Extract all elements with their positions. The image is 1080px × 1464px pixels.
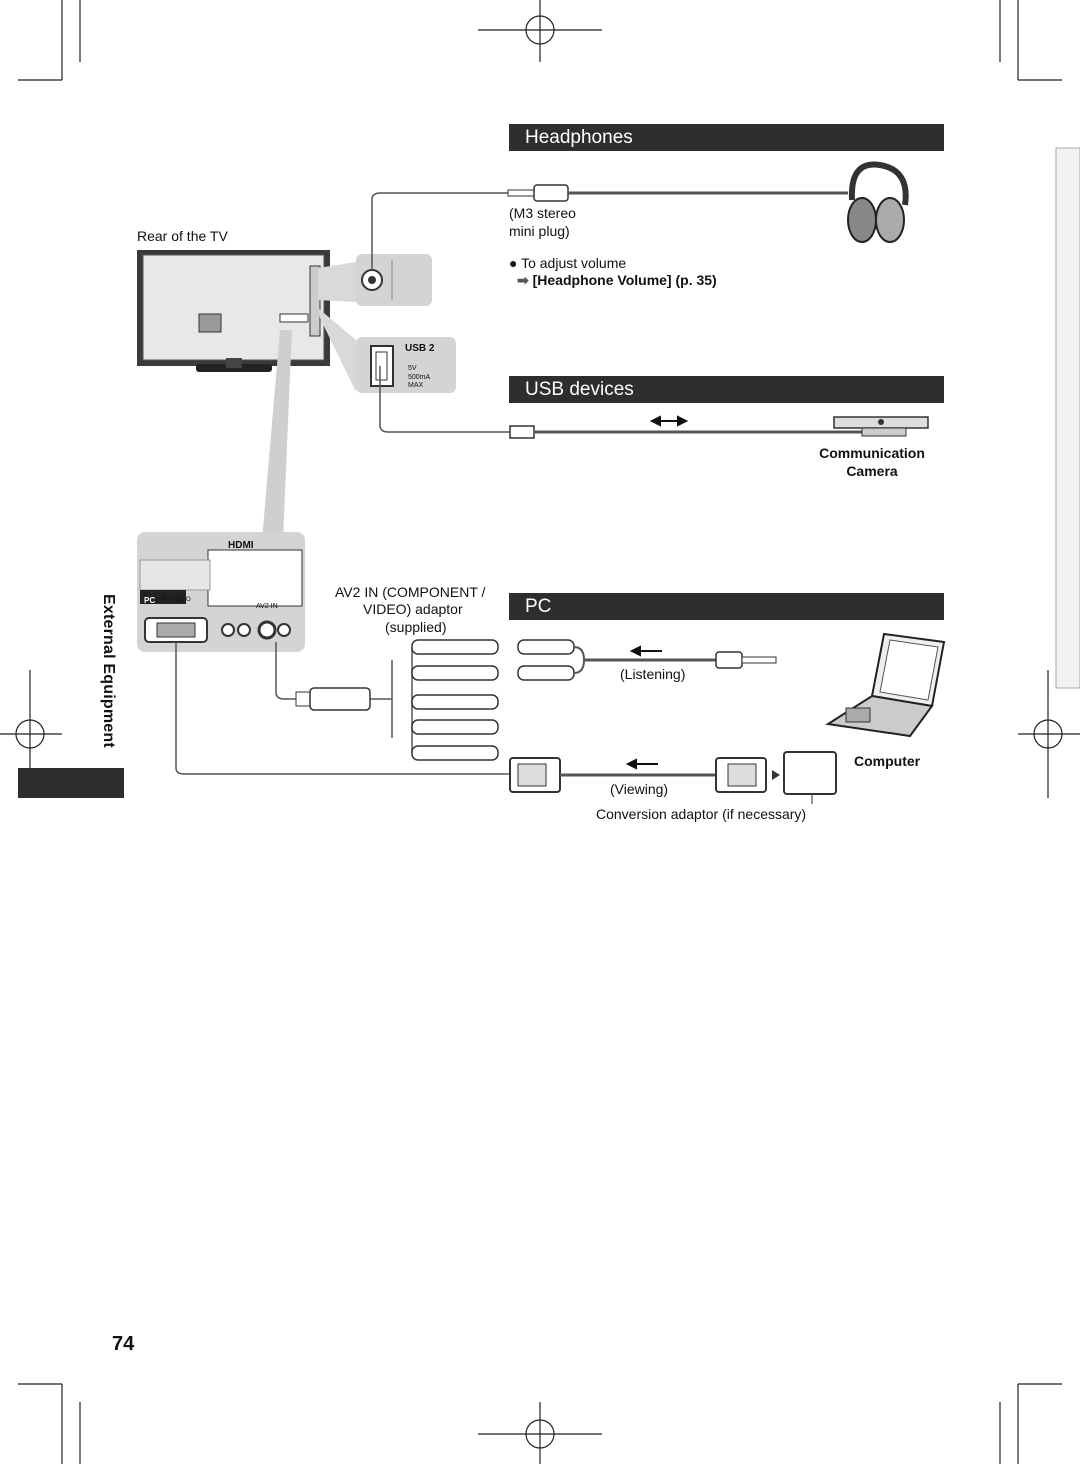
hdmi-label: HDMI [228,540,254,551]
m3-label-line1: (M3 stereo [509,205,576,221]
arrow-right-icon: ➡ [517,272,533,288]
headphones-header: Headphones [509,124,944,151]
listening-label: (Listening) [620,666,686,682]
av2-label-line1: AV2 IN (COMPONENT / [335,584,486,600]
av2-label-line2: VIDEO) adaptor [363,601,463,617]
usb-spec-1: 5V [408,365,417,372]
comm-camera-line2: Camera [846,463,898,479]
pc-badge: PC [144,596,156,605]
page-number: 74 [112,1333,135,1355]
headphone-volume-text[interactable]: [Headphone Volume] (p. 35) [532,272,717,288]
adjust-volume-text: To adjust volume [521,255,627,271]
bullet-icon: ● [509,255,522,271]
headphone-jack-panel [356,254,432,306]
laptop-image [825,632,946,738]
computer-label: Computer [854,753,921,769]
pc-header: PC [509,593,944,620]
conversion-adaptor [783,751,837,795]
av2-in-panel-label: AV2 IN [256,603,278,610]
tv-rear [137,250,330,372]
m3-label-line2: mini plug) [509,223,570,239]
usb-devices-header: USB devices [509,376,944,403]
adjust-volume-note: ● To adjust volume [509,255,626,272]
viewing-arrow-icon [625,758,658,770]
usb-spec-2: 500mA [408,374,431,381]
rca-plugs [411,639,575,761]
cables [175,192,510,775]
rear-tv-label: Rear of the TV [137,228,228,244]
conversion-adaptor-label: Conversion adaptor (if necessary) [596,806,807,822]
side-tab-label: External Equipment [100,594,117,748]
bidirectional-arrow-icon [649,415,689,427]
usb-spec-3: MAX [408,382,424,389]
side-tab-bar [18,768,124,798]
comm-camera-line1: Communication [819,445,925,461]
headphone-volume-ref: ➡ [Headphone Volume] (p. 35) [517,272,717,289]
av2-label-line3: (supplied) [385,619,447,635]
usb2-label: USB 2 [405,343,435,354]
headphones-image [847,161,909,243]
viewing-label: (Viewing) [610,781,669,797]
listening-arrow-icon [629,645,662,657]
pc-audio-label: PC AUDIO [162,597,191,603]
